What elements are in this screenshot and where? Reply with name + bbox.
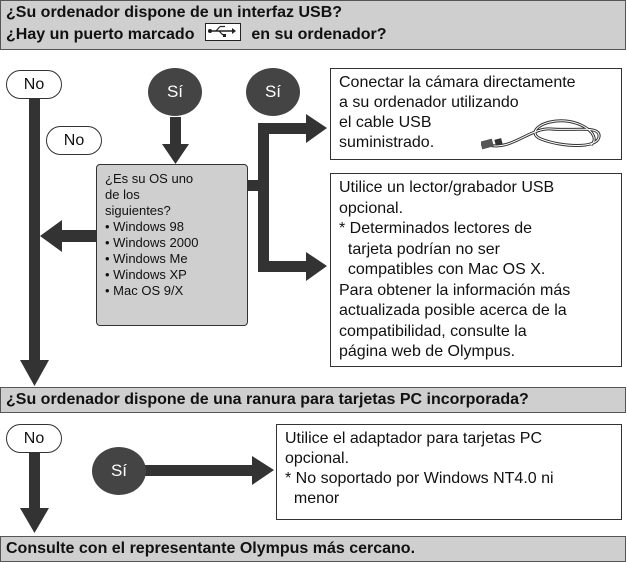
branch-lower-shaft: [258, 261, 308, 272]
no-label-1: No: [6, 70, 62, 99]
os-question-line: ¿Es su OS uno: [105, 171, 194, 186]
os-left-shaft: [60, 230, 98, 242]
usb-direct-box: Conectar la cámara directamente a su ord…: [330, 68, 622, 160]
os-list-item: • Mac OS 9/X: [105, 283, 184, 298]
pc-adapter-text: menor: [285, 490, 340, 507]
usb-direct-text: Conectar la cámara directamente: [339, 74, 576, 91]
pc-adapter-text: * No soportado por Windows NT4.0 ni: [285, 470, 554, 487]
bottom-down-arrowhead: [20, 508, 49, 533]
os-list-item: • Windows 98: [105, 219, 184, 234]
usb-direct-text: a su ordenador utilizando: [339, 94, 519, 111]
si-right-arrowhead: [252, 456, 274, 485]
contact-representative: Consulte con el representante Olympus má…: [0, 536, 626, 562]
usb-reader-text: compatibilidad, consulte la: [339, 322, 527, 340]
os-left-arrowhead: [40, 220, 62, 252]
usb-reader-text: * Determinados lectores de: [339, 220, 532, 237]
pc-adapter-text: opcional.: [285, 450, 350, 467]
usb-port-icon: [204, 23, 241, 41]
usb-reader-text: página web de Olympus.: [339, 343, 516, 360]
question-usb-line2: ¿Hay un puerto marcado en su ordenador?: [6, 23, 620, 45]
si-label-2: Sí: [246, 68, 300, 116]
usb-reader-box: Utilice un lector/grabador USB opcional.…: [330, 173, 622, 367]
branch-lower-arrowhead: [306, 252, 327, 281]
no-label-3: No: [6, 424, 62, 453]
os-question-line: siguientes?: [105, 203, 171, 218]
branch-vertical: [258, 123, 269, 272]
os-list-item: • Windows XP: [105, 267, 187, 282]
main-down-shaft: [29, 98, 40, 361]
usb-reader-text: actualizada posible acerca de la: [339, 302, 567, 319]
usb-direct-text: el cable USB: [339, 114, 432, 131]
usb-reader-text: Utilice un lector/grabador USB: [339, 179, 555, 196]
si-down-arrowhead: [162, 144, 189, 164]
os-list-item: • Windows Me: [105, 251, 188, 266]
os-right-connector: [246, 180, 260, 191]
usb-reader-text: tarjeta podrían no ser: [339, 240, 500, 258]
os-list-item: • Windows 2000: [105, 235, 199, 250]
os-question-box: ¿Es su OS uno de los siguientes? • Windo…: [96, 164, 248, 326]
usb-direct-text: suministrado.: [339, 134, 435, 151]
question-usb: ¿Su ordenador dispone de un interfaz USB…: [0, 0, 626, 50]
usb-reader-text: compatibles con Mac OS X.: [339, 261, 546, 278]
si-down-shaft: [170, 117, 181, 145]
si-label-1: Sí: [148, 68, 202, 116]
pc-adapter-text: Utilice el adaptador para tarjetas PC: [285, 430, 543, 447]
main-down-arrowhead: [20, 360, 49, 386]
pc-adapter-box: Utilice el adaptador para tarjetas PC op…: [276, 424, 622, 520]
si-label-3: Sí: [92, 447, 146, 495]
bottom-down-shaft: [29, 444, 40, 509]
os-question-line: de los: [105, 187, 140, 202]
question-pc-card: ¿Su ordenador dispone de una ranura para…: [0, 387, 626, 413]
usb-cable-icon: [481, 119, 601, 150]
question-usb-line1: ¿Su ordenador dispone de un interfaz USB…: [6, 4, 343, 21]
usb-reader-text: Para obtener la información más: [339, 281, 571, 299]
si-right-shaft: [144, 465, 254, 476]
branch-upper-arrowhead: [306, 114, 327, 143]
usb-reader-text: opcional.: [339, 199, 404, 217]
no-label-2: No: [46, 126, 102, 155]
branch-upper-shaft: [258, 123, 308, 134]
